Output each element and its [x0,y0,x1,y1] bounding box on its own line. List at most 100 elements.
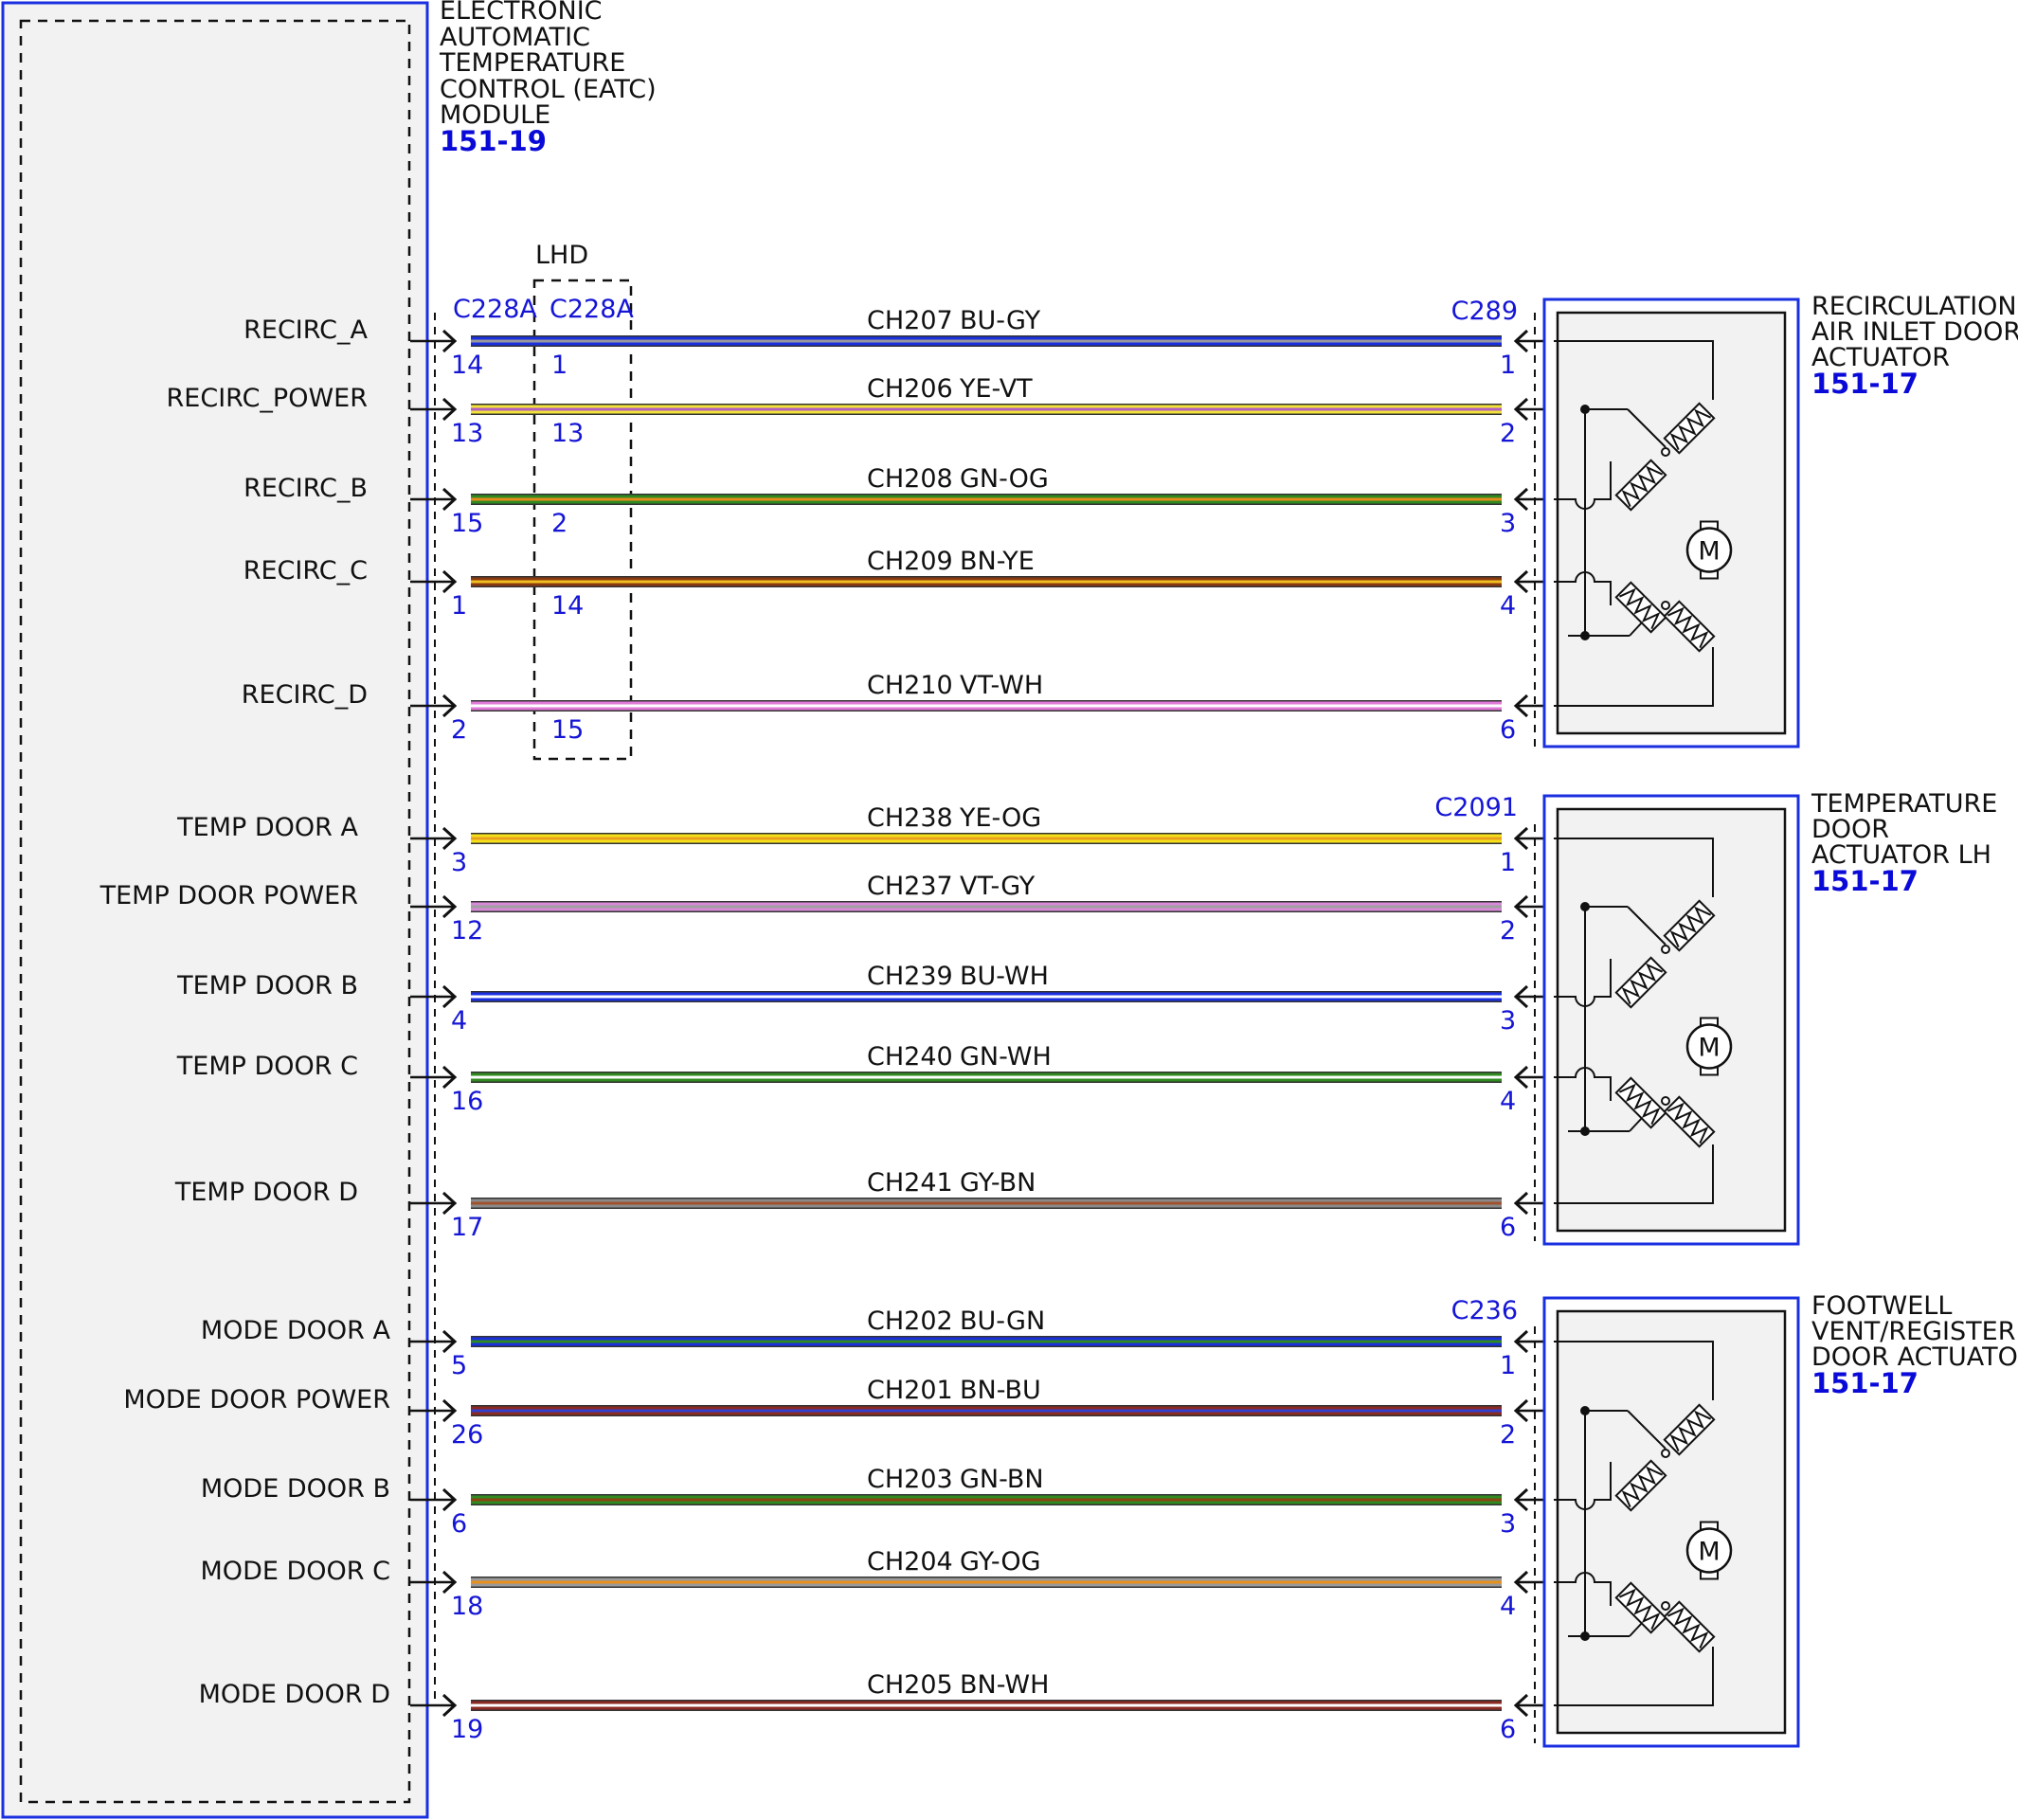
module-title-line: AUTOMATIC [440,23,590,52]
module-pin-number: 5 [451,1351,467,1380]
connector-arrow-icon [441,487,458,512]
connector-c228a-left: C228A [453,295,537,324]
module-pin-number: 15 [451,509,483,538]
motor-icon: M [1685,1017,1733,1076]
coil-icon [1614,1581,1667,1634]
connector-arrow-icon [441,1191,458,1216]
coil-body [1663,600,1716,653]
module-title-line: ELECTRONIC [440,0,603,26]
module-pin-number: 12 [451,916,483,946]
actuator-internal-circuit [1554,838,1714,1204]
color-code-label: GN-WH [960,1042,1052,1072]
coil-icon [1614,956,1667,1009]
coil-body [1614,459,1667,512]
coil-center-tap [1661,1096,1670,1106]
wire-stripe-color [471,995,1502,999]
internal-wire [1554,1341,1714,1400]
actuator-pin-number: 4 [1500,1592,1516,1621]
coil-icon [1663,1600,1716,1653]
actuator-pin-number: 4 [1500,591,1516,621]
actuator-pin-number: 3 [1500,509,1516,538]
wire-stripe-color [471,1201,1502,1205]
coil-icon [1614,581,1667,634]
connector-arrow-icon [441,694,458,718]
circuit-label: CH203 [867,1465,953,1494]
color-code-label: GY-OG [960,1547,1041,1577]
circuit-label: CH241 [867,1168,953,1198]
coil-winding [1667,606,1709,649]
signal-label: TEMP DOOR D [174,1178,358,1207]
signal-label: MODE DOOR POWER [123,1385,390,1415]
signal-label: MODE DOOR C [201,1557,390,1586]
lhd-pin-number: 15 [551,715,584,745]
coil-body [1663,899,1716,952]
module-inner-dashed [19,19,411,1804]
module-title-line: TEMPERATURE [439,48,625,78]
actuator-connector-label: C289 [1451,297,1518,326]
actuator-ref: 151-17 [1811,368,1919,400]
module-pin-number: 3 [451,848,467,877]
color-code-label: BU-GY [960,306,1041,335]
circuit-label: CH210 [867,671,953,700]
wire-stripe-color [471,407,1502,411]
module-ref: 151-19 [440,125,547,157]
motor-icon: M [1685,1521,1733,1580]
wire-stripe-color [471,1340,1502,1343]
actuator-title-line: RECIRCULATION [1811,292,2017,321]
coil-body [1614,956,1667,1009]
wire-stripe-color [471,1075,1502,1079]
coil-icon [1614,459,1667,512]
circuit-label: CH237 [867,872,953,901]
module-pin-number: 4 [451,1006,467,1036]
internal-wire [1627,1410,1667,1450]
actuator-pin-number: 2 [1500,1420,1516,1450]
module-title: ELECTRONIC AUTOMATIC TEMPERATURE CONTROL… [439,0,657,157]
internal-wire [1627,408,1667,448]
circuit-label: CH208 [867,464,953,494]
module-box [1,1,429,1819]
module-pin-number: 6 [451,1509,467,1539]
actuator-pin-number: 6 [1500,1213,1516,1242]
coil-winding [1667,1607,1709,1649]
connector-arrow-icon [441,826,458,851]
coil-icon [1663,402,1716,455]
signal-label: MODE DOOR B [201,1474,390,1504]
color-code-label: BU-WH [960,962,1049,991]
coil-winding [1669,408,1712,451]
module-title-line: MODULE [440,100,550,130]
motor-circle [1685,1527,1733,1574]
circuit-label: CH239 [867,962,953,991]
color-code-label: GN-BN [960,1465,1044,1494]
circuit-label: CH205 [867,1670,953,1700]
coil-winding [1618,1083,1661,1126]
internal-wire [1554,1647,1714,1706]
coil-icon [1663,899,1716,952]
actuator-pin-number: 6 [1500,715,1516,745]
coil-body [1614,581,1667,634]
signal-label: TEMP DOOR A [176,813,358,842]
coil-center-tap [1661,945,1670,954]
wire-stripe-color [471,1498,1502,1502]
signal-label: RECIRC_B [243,474,368,503]
actuator-title-line: FOOTWELL [1811,1291,1952,1321]
connector-arrow-icon [441,1329,458,1354]
motor-symbol-label: M [1698,537,1720,567]
coil-winding [1669,1410,1712,1452]
signal-label: MODE DOOR D [199,1680,390,1709]
coil-center-tap [1661,1449,1670,1458]
